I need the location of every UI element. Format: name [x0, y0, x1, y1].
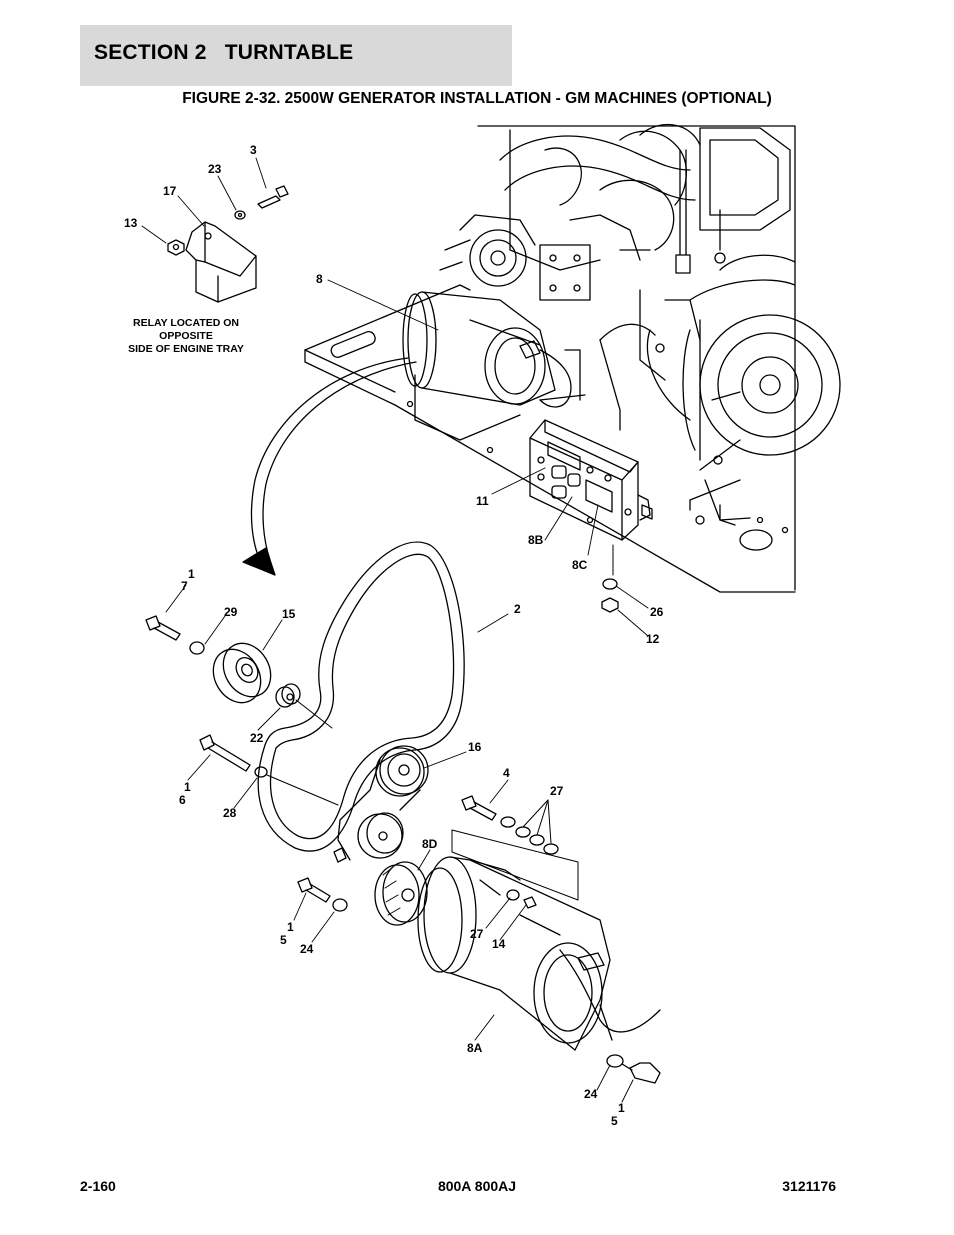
callout-15: 15 — [282, 607, 296, 621]
nut-12-drawing — [601, 597, 619, 613]
callout-16: 16 — [468, 740, 482, 754]
callout-27-a: 27 — [550, 784, 564, 798]
callout-24-a: 24 — [300, 942, 314, 956]
callout-7: 7 — [181, 579, 188, 593]
leader-lines — [141, 157, 649, 1103]
callout-3: 3 — [250, 143, 257, 157]
callout-27-b: 27 — [470, 927, 484, 941]
callout-1-c: 1 — [287, 920, 294, 934]
callout-26: 26 — [650, 605, 664, 619]
callout-23: 23 — [208, 162, 222, 176]
callout-8a: 8A — [467, 1041, 483, 1055]
callout-1-b: 1 — [184, 780, 191, 794]
callout-8: 8 — [316, 272, 323, 286]
callout-28: 28 — [223, 806, 237, 820]
callout-17: 17 — [163, 184, 177, 198]
lower-generator-drawing — [297, 856, 661, 1084]
callout-11: 11 — [476, 494, 489, 508]
callout-14: 14 — [492, 937, 506, 951]
engine-tray-drawing — [304, 284, 796, 593]
callout-4: 4 — [503, 766, 510, 780]
callout-8c: 8C — [572, 558, 588, 572]
callout-6: 6 — [179, 793, 186, 807]
engine-drawing — [439, 123, 841, 591]
hardware-27-drawing — [451, 795, 579, 901]
callout-12: 12 — [646, 632, 660, 646]
installed-generator-drawing — [402, 291, 656, 441]
callout-5-b: 5 — [611, 1114, 618, 1128]
callout-13: 13 — [124, 216, 138, 230]
tensioner-drawing — [199, 734, 429, 863]
relay-note-line-2: OPPOSITE — [159, 330, 213, 342]
callout-1-d: 1 — [618, 1101, 625, 1115]
callout-1-a: 1 — [188, 567, 195, 581]
callout-2: 2 — [514, 602, 521, 616]
figure-title: FIGURE 2-32. 2500W GENERATOR INSTALLATIO… — [182, 90, 772, 107]
callout-29: 29 — [224, 605, 238, 619]
model-number: 800A 800AJ — [437, 1178, 517, 1194]
callout-8d: 8D — [422, 837, 438, 851]
generator-installation-diagram: RELAY LOCATED ON OPPOSITE SIDE OF ENGINE… — [124, 123, 841, 1128]
washer-26-drawing — [602, 578, 618, 590]
curved-arrow-drawing — [250, 357, 409, 566]
document-number: 3121176 — [782, 1178, 836, 1194]
section-header: SECTION 2 TURNTABLE — [80, 25, 512, 86]
idler-pulley-drawing — [145, 615, 333, 729]
callout-22: 22 — [250, 731, 264, 745]
callout-8b: 8B — [528, 533, 544, 547]
relay-note-line-3: SIDE OF ENGINE TRAY — [128, 343, 244, 355]
relay-note-line-1: RELAY LOCATED ON — [133, 317, 239, 329]
callout-24-b: 24 — [584, 1087, 598, 1101]
relay-bracket-drawing — [167, 185, 289, 303]
control-box-drawing — [529, 419, 653, 576]
page-number: 2-160 — [80, 1178, 116, 1194]
belt-drawing — [257, 541, 465, 852]
section-title: SECTION 2 TURNTABLE — [94, 41, 354, 64]
callout-5-a: 5 — [280, 933, 287, 947]
